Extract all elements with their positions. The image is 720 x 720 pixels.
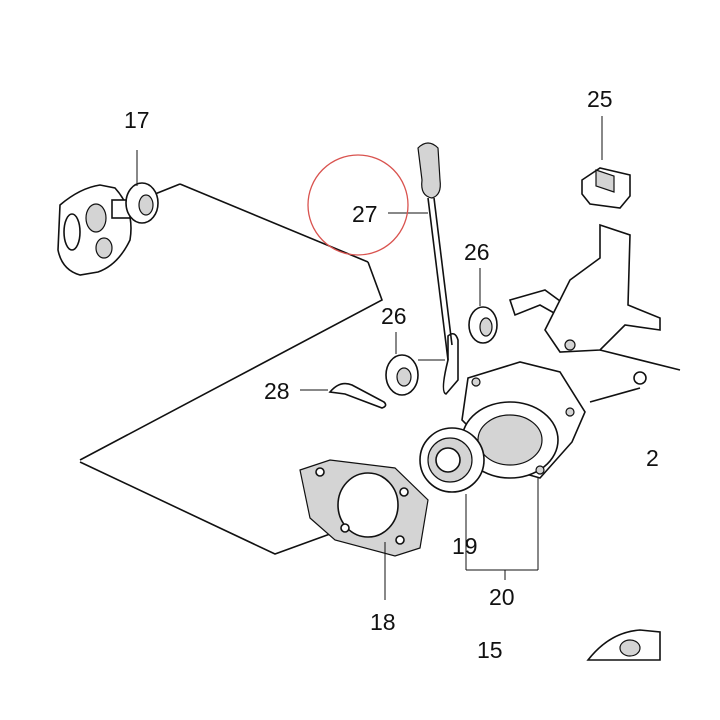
callout-18: 18 — [370, 609, 396, 635]
callout-26-lower: 26 — [381, 303, 407, 329]
callout-2-partial: 2 — [646, 445, 659, 471]
callout-20: 20 — [489, 584, 515, 610]
callout-28: 28 — [264, 378, 290, 404]
callout-17: 17 — [124, 107, 150, 133]
callout-19: 19 — [452, 533, 478, 559]
assembly-outline — [79, 183, 383, 555]
part-26-grommet-lower — [385, 332, 419, 396]
part-27-rod — [388, 142, 459, 395]
callout-25: 25 — [587, 86, 613, 112]
leader-lines — [384, 478, 539, 600]
part-18-gasket — [299, 459, 429, 557]
callout-27: 27 — [352, 201, 378, 227]
callout-26-upper: 26 — [464, 239, 490, 265]
part-28-clip — [300, 382, 387, 409]
part-25-clip — [581, 116, 631, 209]
part-15-partial — [586, 629, 661, 661]
callout-15: 15 — [477, 637, 503, 663]
part-19-bearing — [419, 427, 485, 493]
part-26-grommet-upper — [468, 268, 498, 344]
part-20-housing — [461, 361, 641, 479]
highlight-circle — [307, 154, 409, 256]
part-17-shaft — [57, 150, 159, 276]
mounting-bracket — [508, 223, 681, 385]
